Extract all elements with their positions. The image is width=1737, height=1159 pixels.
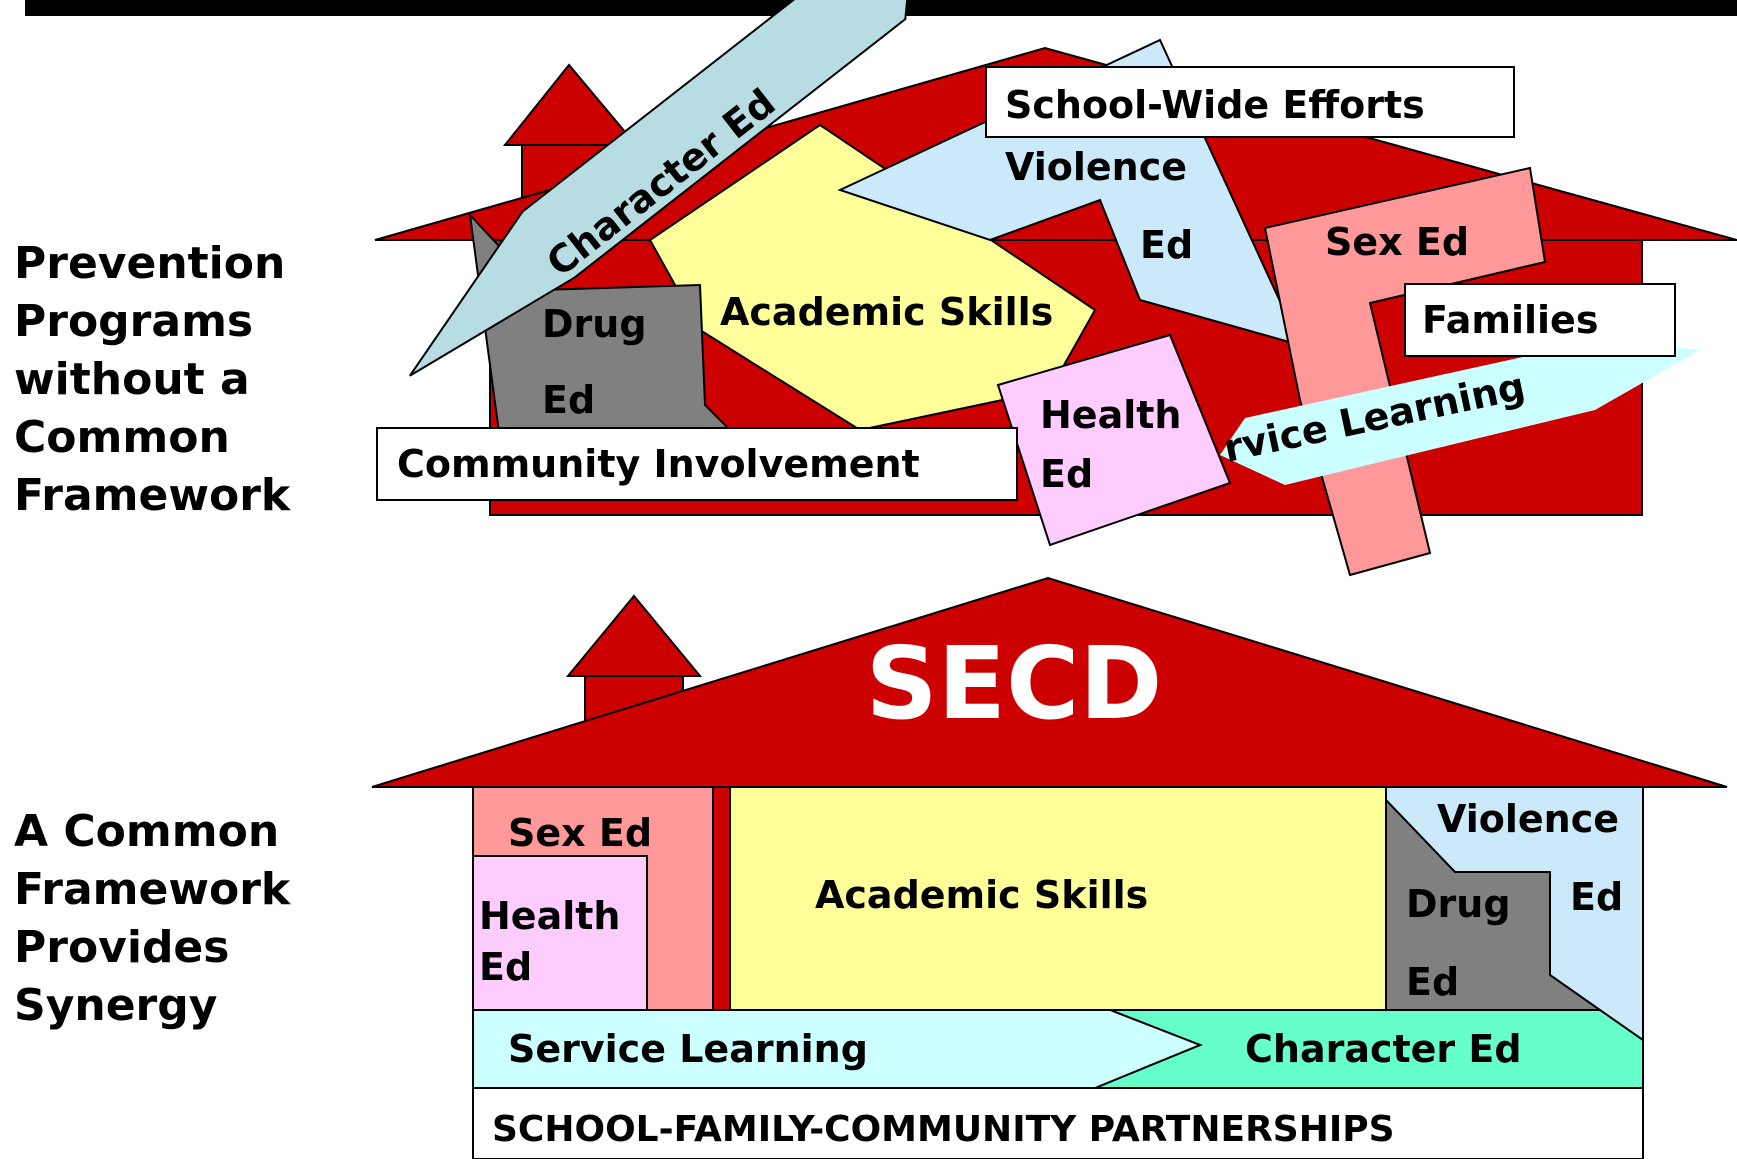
top-families-label: Families	[1422, 298, 1598, 342]
bottom-drug-label: Drug	[1406, 882, 1511, 926]
top-families-box	[1404, 283, 1676, 357]
side-label-bottom-line-1: A Common	[14, 806, 279, 857]
top-violence-ed-label: Ed	[1140, 223, 1193, 267]
bottom-academic-skills-shape	[729, 786, 1387, 1011]
bottom-chimney-arrow	[565, 594, 703, 677]
top-school-wide-box	[985, 66, 1515, 138]
bottom-violence-ed-label: Ed	[1570, 875, 1623, 919]
top-academic-skills-label: Academic Skills	[720, 290, 1053, 334]
side-label-bottom-line-3: Provides	[14, 922, 229, 973]
side-label-top-line-2: Programs	[14, 296, 253, 347]
top-drug-label: Drug	[542, 302, 647, 346]
bottom-service-learning-shape	[472, 1009, 1203, 1089]
bottom-house-labels: Sex Ed Health Ed Academic Skills Violenc…	[479, 797, 1623, 1150]
top-character-ed-shape	[409, 0, 913, 377]
top-health-ed-shape	[996, 333, 1232, 547]
bottom-health-ed-shape	[472, 855, 648, 1011]
side-label-top-line-5: Framework	[14, 470, 292, 521]
top-violence-label: Violence	[1005, 145, 1187, 189]
bottom-character-ed-label: Character Ed	[1245, 1027, 1522, 1071]
bottom-violence-label: Violence	[1437, 797, 1619, 841]
top-sex-ed-label: Sex Ed	[1325, 220, 1469, 264]
bottom-academic-skills-label: Academic Skills	[815, 873, 1148, 917]
bottom-sex-ed-label: Sex Ed	[508, 811, 652, 855]
top-community-box	[376, 427, 1018, 501]
top-service-learning-shape	[1220, 340, 1700, 485]
bottom-partnerships-bar	[472, 1087, 1644, 1159]
bottom-secd-title: SECD	[866, 625, 1163, 742]
side-label-top-line-4: Common	[14, 412, 230, 463]
top-community-involvement-label: Community Involvement	[397, 442, 920, 486]
top-health-label: Health	[1040, 393, 1181, 437]
bottom-house	[371, 576, 1728, 1159]
side-label-top-line-3: without a	[14, 354, 250, 405]
bottom-health-label: Health	[479, 894, 620, 938]
top-school-wide-efforts-label: School-Wide Efforts	[1005, 83, 1425, 127]
side-label-top: Prevention Programs without a Common Fra…	[14, 238, 292, 521]
side-label-bottom-line-4: Synergy	[14, 980, 217, 1031]
top-health-ed-label: Ed	[1040, 452, 1093, 496]
bottom-health-ed-label: Ed	[479, 945, 532, 989]
side-label-bottom-line-2: Framework	[14, 864, 292, 915]
top-house	[374, 0, 1737, 577]
side-label-bottom: A Common Framework Provides Synergy	[14, 806, 292, 1031]
side-label-top-line-1: Prevention	[14, 238, 285, 289]
top-chimney-arrow	[502, 63, 639, 146]
bottom-partnerships-label: SCHOOL-FAMILY-COMMUNITY PARTNERSHIPS	[492, 1109, 1395, 1150]
bottom-service-learning-label: Service Learning	[508, 1027, 868, 1071]
top-drug-ed-label: Ed	[542, 378, 595, 422]
bottom-drug-ed-label: Ed	[1406, 960, 1459, 1004]
